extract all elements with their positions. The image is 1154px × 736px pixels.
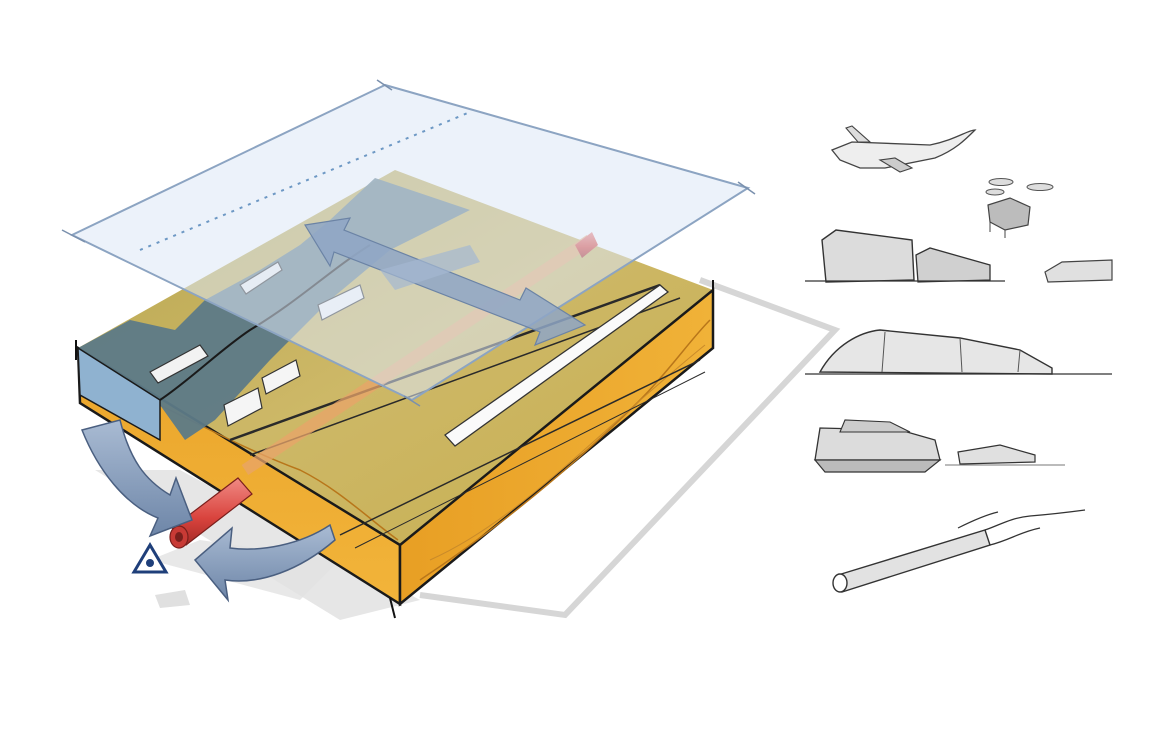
- high-speed-train-icon: [444, 284, 670, 447]
- transparent-layer-plane: [61, 79, 756, 407]
- ship-icon: [149, 344, 209, 384]
- truck-icon: [223, 359, 301, 427]
- high-speed-train-icon: [805, 329, 1112, 375]
- truck-icon: [805, 229, 1113, 283]
- direction-arrows: [304, 217, 587, 347]
- airplane-icon: [830, 125, 977, 173]
- radiation-warning-icon: [131, 542, 169, 574]
- transport-sketches: [805, 125, 1113, 593]
- water-cross-section: [77, 346, 161, 442]
- pipeline-icon: [832, 509, 1086, 593]
- flow-arrows: [80, 419, 336, 603]
- curved-arrow-in: [80, 419, 193, 538]
- helicopter-icon: [985, 178, 1054, 238]
- ship-icon: [813, 419, 1065, 473]
- double-arrow: [304, 217, 587, 347]
- curved-arrow-out: [193, 523, 336, 603]
